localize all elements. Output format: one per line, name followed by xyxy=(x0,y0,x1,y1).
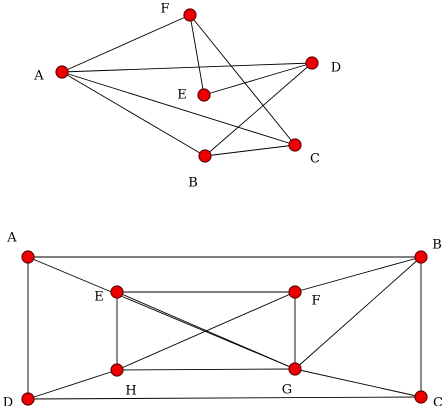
graph2-vertex-label-C: C xyxy=(433,396,443,406)
graph2-vertex-H xyxy=(110,363,124,377)
graph2-edge-B-F xyxy=(294,256,422,293)
graph2-edge-B-G xyxy=(294,256,422,370)
graph-2-labels: A B C D E F G H xyxy=(3,231,443,406)
graph1-edge-F-E xyxy=(189,14,205,96)
graph1-vertex-B xyxy=(198,149,212,163)
graph2-vertex-label-G: G xyxy=(282,383,292,398)
graph-2-edges xyxy=(27,256,422,400)
graph1-edge-D-B xyxy=(204,62,313,157)
graph2-vertex-label-H: H xyxy=(125,384,136,399)
graph2-vertex-label-F: F xyxy=(311,294,320,309)
graph2-vertex-C xyxy=(414,390,428,404)
graph1-edge-A-C xyxy=(61,71,296,146)
graph-1-edges xyxy=(61,14,313,157)
graph1-vertex-label-B: B xyxy=(188,176,198,191)
graph1-vertex-F xyxy=(183,8,197,22)
graph2-edge-C-G xyxy=(294,368,422,398)
graph1-vertex-A xyxy=(55,65,69,79)
graph2-vertex-label-E: E xyxy=(94,290,104,305)
graph-1: A F D E B C xyxy=(33,2,341,191)
graph2-vertex-label-D: D xyxy=(3,396,13,406)
graph2-vertex-D xyxy=(21,392,35,406)
graph1-vertex-label-C: C xyxy=(310,152,320,167)
graph1-vertex-C xyxy=(288,138,302,152)
graph1-vertex-label-E: E xyxy=(177,88,187,103)
graph1-edge-B-C xyxy=(204,144,296,157)
graph-2: A B C D E F G H xyxy=(3,231,443,406)
graph2-edge-A-G xyxy=(27,256,296,370)
graph1-edge-A-F xyxy=(61,14,191,73)
graph2-vertex-A xyxy=(21,250,35,264)
graph2-edge-H-F xyxy=(116,291,296,371)
graph2-vertex-E xyxy=(110,285,124,299)
graph2-edge-H-G xyxy=(116,368,296,371)
graph2-edge-D-H xyxy=(27,369,118,400)
graph2-vertex-label-A: A xyxy=(6,231,17,246)
graph1-edge-E-D xyxy=(203,62,313,96)
graph2-vertex-G xyxy=(288,362,302,376)
graph1-vertex-E xyxy=(197,88,211,102)
graph-2-vertices xyxy=(21,250,428,406)
graph2-vertex-F xyxy=(288,285,302,299)
graph-1-labels: A F D E B C xyxy=(33,2,341,191)
graph1-edge-A-B xyxy=(61,71,206,157)
graph1-vertex-D xyxy=(305,56,319,70)
graph1-edge-F-C xyxy=(189,14,296,146)
graph2-vertex-label-B: B xyxy=(432,238,442,253)
graph2-vertex-B xyxy=(414,250,428,264)
graph1-vertex-label-A: A xyxy=(33,69,44,84)
graph2-edge-D-C xyxy=(27,396,422,400)
graph2-edge-E-G xyxy=(116,291,296,370)
graph1-vertex-label-D: D xyxy=(331,61,341,76)
graph-1-vertices xyxy=(55,8,319,163)
graph1-edge-A-D xyxy=(61,62,313,73)
graph1-vertex-label-F: F xyxy=(160,2,169,17)
